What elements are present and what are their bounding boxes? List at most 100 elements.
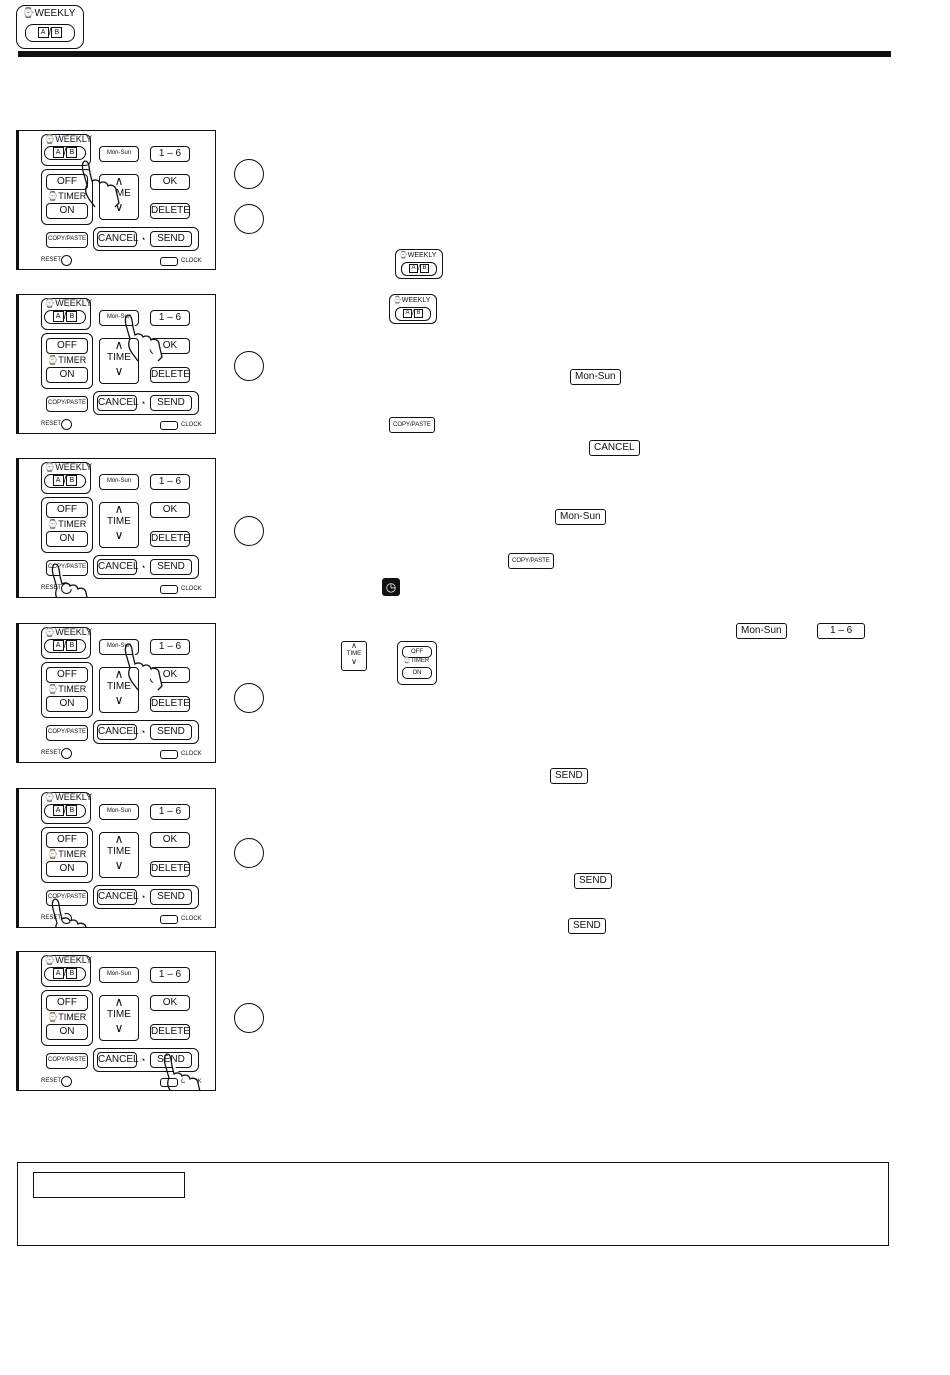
delete-button[interactable]: DELETE — [150, 696, 190, 712]
on-button[interactable]: ON — [46, 531, 88, 547]
one-six-button[interactable]: 1 – 6 — [150, 310, 190, 326]
clock-button[interactable] — [160, 915, 178, 924]
inline-a: A — [409, 263, 419, 273]
time-button[interactable]: ∧ TIME ∨ — [99, 667, 139, 713]
ok-button[interactable]: OK — [150, 832, 190, 848]
clock-label: CLOCK — [181, 916, 202, 922]
signal-icon: ◔ — [140, 892, 146, 902]
timer-label: TIMER — [58, 849, 87, 859]
weekly-label: WEEKLY — [55, 134, 93, 144]
remote-illustration-4: ⌚WEEKLY A/B Mon-Sun 1 – 6 OFF ⌚TIMER ON … — [16, 623, 216, 763]
pointing-hand-icon — [51, 563, 88, 597]
on-button[interactable]: ON — [46, 203, 88, 219]
cancel-button[interactable]: CANCEL — [97, 395, 139, 411]
send-button[interactable]: SEND — [150, 395, 192, 411]
time-up-icon: ∧ — [114, 338, 124, 352]
off-button[interactable]: OFF — [46, 338, 88, 354]
mon-sun-button[interactable]: Mon-Sun — [99, 310, 139, 326]
on-button[interactable]: ON — [46, 1024, 88, 1040]
reset-button[interactable] — [61, 748, 72, 759]
one-six-button[interactable]: 1 – 6 — [150, 804, 190, 820]
on-button[interactable]: ON — [46, 367, 88, 383]
ab-button[interactable]: A/B — [44, 639, 86, 653]
ab-button[interactable]: A/B — [44, 146, 86, 160]
ab-button[interactable]: A/B — [44, 310, 86, 324]
clock-button[interactable] — [160, 257, 178, 266]
cancel-button[interactable]: CANCEL — [97, 1052, 139, 1068]
cancel-button[interactable]: CANCEL — [97, 889, 139, 905]
reset-label: RESET — [41, 257, 62, 263]
ok-button[interactable]: OK — [150, 995, 190, 1011]
delete-button[interactable]: DELETE — [150, 1024, 190, 1040]
one-six-button[interactable]: 1 – 6 — [150, 639, 190, 655]
time-down-icon: ∨ — [114, 528, 124, 542]
time-button[interactable]: ∧ TIME ∨ — [99, 832, 139, 878]
cancel-button[interactable]: CANCEL — [97, 559, 139, 575]
send-button[interactable]: SEND — [150, 724, 192, 740]
mon-sun-button[interactable]: Mon-Sun — [99, 474, 139, 490]
header-weekly-label: WEEKLY — [34, 8, 76, 19]
inline-on-label: ON — [402, 667, 432, 679]
a-label: A — [52, 640, 64, 651]
mon-sun-button[interactable]: Mon-Sun — [99, 639, 139, 655]
clock-button[interactable] — [160, 585, 178, 594]
weekly-group — [41, 955, 91, 987]
reset-button[interactable] — [61, 1076, 72, 1087]
signal-icon: ◔ — [140, 398, 146, 408]
one-six-button[interactable]: 1 – 6 — [150, 967, 190, 983]
send-button[interactable]: SEND — [150, 559, 192, 575]
off-button[interactable]: OFF — [46, 174, 88, 190]
signal-icon: ◔ — [140, 1055, 146, 1065]
delete-button[interactable]: DELETE — [150, 367, 190, 383]
ok-button[interactable]: OK — [150, 502, 190, 518]
weekly-group — [41, 627, 91, 659]
delete-button[interactable]: DELETE — [150, 861, 190, 877]
off-button[interactable]: OFF — [46, 667, 88, 683]
delete-button[interactable]: DELETE — [150, 531, 190, 547]
mon-sun-button[interactable]: Mon-Sun — [99, 967, 139, 983]
cancel-button[interactable]: CANCEL — [97, 231, 139, 247]
off-button[interactable]: OFF — [46, 995, 88, 1011]
weekly-group — [41, 462, 91, 494]
time-button[interactable]: ∧ TIME ∨ — [99, 338, 139, 384]
b-label: B — [66, 968, 78, 979]
one-six-button[interactable]: 1 – 6 — [150, 474, 190, 490]
ab-button[interactable]: A/B — [44, 804, 86, 818]
inline-timer-icon: OFF ⌚TIMER ON — [397, 641, 437, 685]
on-button[interactable]: ON — [46, 861, 88, 877]
ok-button[interactable]: OK — [150, 174, 190, 190]
send-button[interactable]: SEND — [150, 231, 192, 247]
time-button[interactable]: ∧ TIME ∨ — [99, 995, 139, 1041]
copy-paste-button[interactable]: COPY/PASTE — [46, 396, 88, 412]
clock-button[interactable] — [160, 421, 178, 430]
reset-button[interactable] — [61, 419, 72, 430]
mon-sun-button[interactable]: Mon-Sun — [99, 146, 139, 162]
weekly-group — [41, 298, 91, 330]
pointing-hand-icon — [124, 314, 163, 362]
note-box — [17, 1162, 889, 1246]
mon-sun-button[interactable]: Mon-Sun — [99, 804, 139, 820]
ab-button[interactable]: A/B — [44, 474, 86, 488]
clock-icon: ⌚ — [44, 627, 56, 637]
clock-button[interactable] — [160, 750, 178, 759]
delete-button[interactable]: DELETE — [150, 203, 190, 219]
off-button[interactable]: OFF — [46, 502, 88, 518]
off-button[interactable]: OFF — [46, 832, 88, 848]
copy-paste-button[interactable]: COPY/PASTE — [46, 890, 88, 906]
time-button[interactable]: ∧ TIME ∨ — [99, 174, 139, 220]
send-button[interactable]: SEND — [150, 889, 192, 905]
inline-weekly-ab-icon: ⌚WEEKLY A/B — [395, 249, 443, 279]
reset-label: RESET — [41, 915, 62, 921]
reset-button[interactable] — [61, 255, 72, 266]
copy-paste-button[interactable]: COPY/PASTE — [46, 725, 88, 741]
one-six-button[interactable]: 1 – 6 — [150, 146, 190, 162]
time-button[interactable]: ∧ TIME ∨ — [99, 502, 139, 548]
send-group — [93, 885, 199, 909]
cancel-button[interactable]: CANCEL — [97, 724, 139, 740]
copy-paste-button[interactable]: COPY/PASTE — [46, 232, 88, 248]
ab-button[interactable]: A/B — [44, 967, 86, 981]
on-button[interactable]: ON — [46, 696, 88, 712]
time-up-icon: ∧ — [114, 995, 124, 1009]
timer-label: TIMER — [58, 191, 87, 201]
copy-paste-button[interactable]: COPY/PASTE — [46, 1053, 88, 1069]
